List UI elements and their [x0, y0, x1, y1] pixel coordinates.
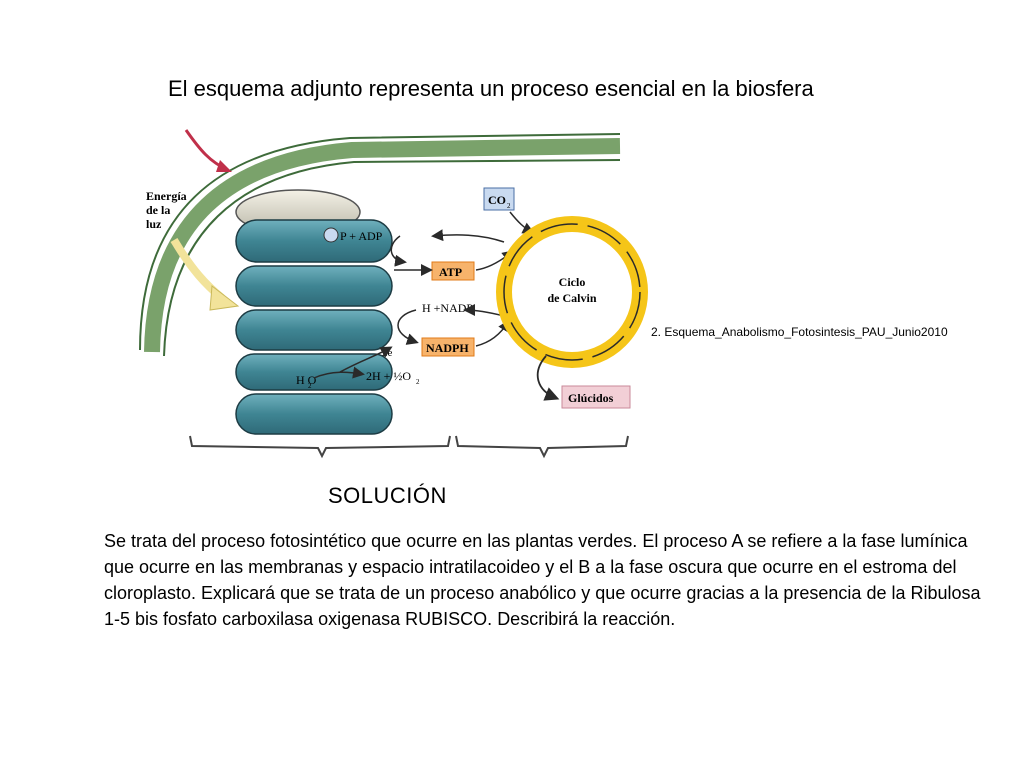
h-nadp-label: H +NADP — [422, 301, 473, 315]
solution-heading: SOLUCIÓN — [328, 483, 447, 508]
products-label: 2H + ½O — [366, 369, 411, 383]
light-arrowhead-icon — [216, 160, 232, 172]
nadph-label: NADPH — [426, 341, 469, 355]
photosynthesis-diagram: Energía de la luz P + ADP ATP H +NADP NA… — [100, 120, 660, 460]
calvin-label-2: de Calvin — [547, 291, 596, 305]
inner-membrane — [163, 159, 621, 357]
glucidos-box — [561, 385, 631, 409]
diagram-svg: Energía de la luz P + ADP ATP H +NADP NA… — [139, 129, 648, 459]
water-label: H O — [296, 373, 317, 387]
brace-left — [189, 435, 451, 459]
co2-sub: 2 — [507, 202, 511, 210]
brace-right — [455, 435, 629, 459]
co2-label: CO — [488, 193, 506, 207]
light-label-2: de la — [146, 203, 170, 217]
granum-stack — [235, 219, 393, 435]
water-sub: 2 — [308, 382, 312, 390]
thylakoid-2 — [235, 265, 393, 307]
co2-arrow — [509, 211, 535, 234]
electron-arrow — [339, 346, 393, 373]
figure-caption: 2. Esquema_Anabolismo_Fotosintesis_PAU_J… — [651, 325, 948, 339]
membrane-band — [144, 138, 621, 353]
glucidos-arrow — [536, 355, 560, 401]
glucidos-label: Glúcidos — [568, 391, 614, 405]
thylakoid-5 — [235, 393, 393, 435]
thylakoid-3 — [235, 309, 393, 351]
thylakoid-4 — [235, 353, 393, 391]
atp-label: ATP — [439, 265, 462, 279]
phosphate-badge — [323, 227, 339, 243]
calvin-cycle-arrows — [503, 223, 641, 361]
light-label-1: Energía — [146, 189, 187, 203]
slide-title: El esquema adjunto representa un proceso… — [168, 76, 814, 101]
cycle-adp-link — [431, 229, 505, 243]
adp-arrow — [390, 235, 407, 267]
nadph-box — [421, 337, 475, 357]
co2-box — [483, 187, 515, 211]
nadph-cycle-link — [475, 319, 510, 347]
products-sub: 2 — [416, 378, 420, 386]
light-label-3: luz — [146, 217, 162, 231]
light-energy-arrowhead — [209, 285, 240, 311]
p-adp-label: P + ADP — [340, 229, 383, 243]
calvin-label-1: Ciclo — [559, 275, 586, 289]
solution-text: Se trata del proceso fotosintético que o… — [104, 531, 981, 629]
nadp-arrow — [397, 309, 419, 345]
thylakoid-1 — [235, 219, 393, 263]
outer-membrane — [139, 133, 621, 351]
